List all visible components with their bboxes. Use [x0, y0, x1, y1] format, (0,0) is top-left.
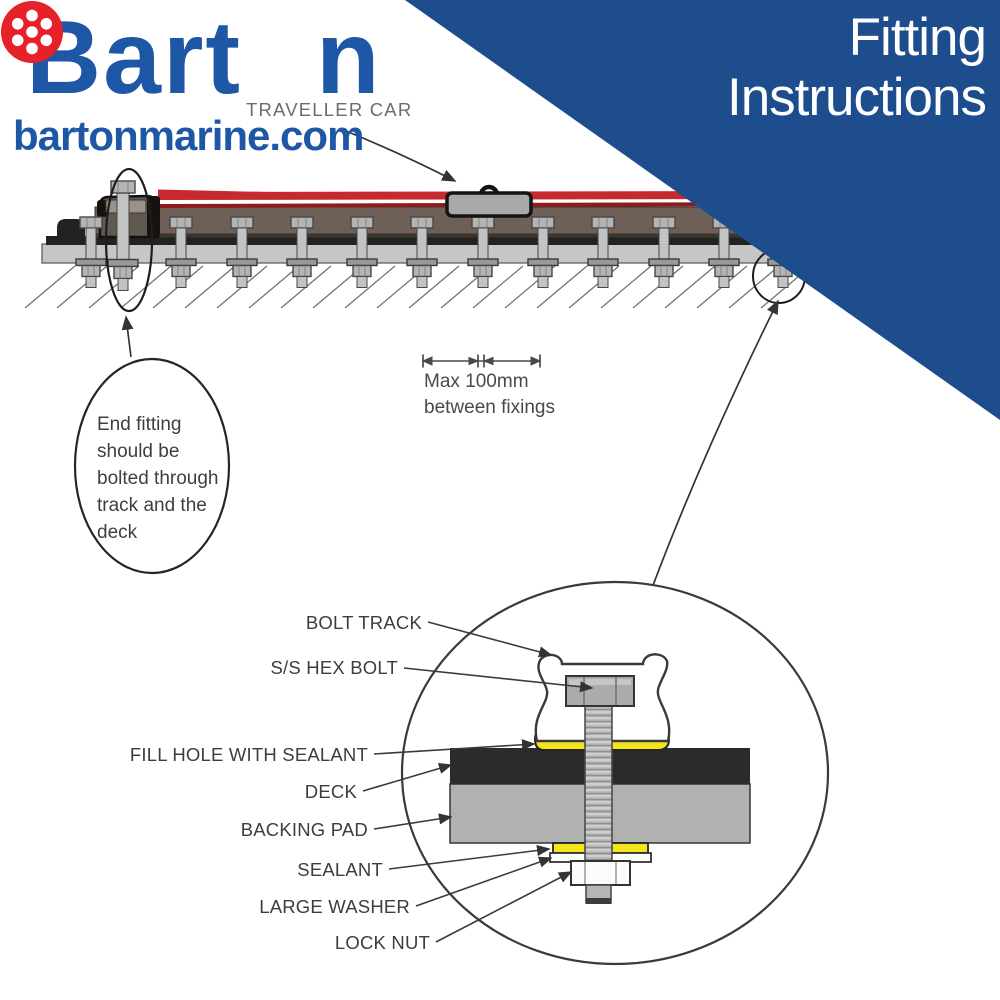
max-spacing-line1: Max 100mm [424, 371, 529, 392]
label-bolt-track: BOLT TRACK [305, 612, 422, 633]
traveller-car [445, 184, 533, 218]
banner-title: Fitting Instructions [726, 8, 987, 128]
label-fill-hole: FILL HOLE WITH SEALANT [129, 744, 368, 765]
end-fitting-callout-text: End fitting should be bolted through tra… [97, 414, 219, 543]
traveller-car-leader-arrow [345, 130, 457, 182]
product-label: TRAVELLER CAR [246, 99, 413, 120]
logo-text-n: n [316, 0, 382, 116]
label-lock-nut: LOCK NUT [334, 932, 430, 953]
detail-bolt-tip-end [586, 898, 611, 904]
detail-view-leader-arrow [651, 299, 779, 589]
deck-top-layer [46, 236, 842, 245]
banner-line2: Instructions [726, 68, 987, 127]
label-sealant: SEALANT [297, 859, 383, 880]
max-spacing-line2: between fixings [424, 397, 555, 418]
callout-leader-arrow [121, 315, 134, 358]
sheave-pulley-icon [1, 1, 63, 63]
end-fitting-highlight-ellipse [104, 167, 154, 313]
label-hex-bolt: S/S HEX BOLT [270, 657, 398, 678]
max-spacing-note: Max 100mm between fixings [424, 369, 555, 421]
website-label: bartonmarine.com [13, 112, 364, 159]
detail-label-leaders [362, 621, 594, 943]
end-fitting-bolt [107, 180, 139, 291]
detail-lock-nut [570, 860, 631, 886]
fixing-detail-view [400, 580, 830, 966]
label-deck: DECK [304, 781, 357, 802]
max-spacing-dimension [421, 354, 542, 368]
label-backing-pad: BACKING PAD [240, 819, 368, 840]
end-fitting-callout-oval [73, 357, 231, 575]
deck-end-hump [57, 219, 85, 236]
label-large-washer: LARGE WASHER [259, 896, 410, 917]
banner-line1: Fitting [848, 8, 987, 67]
detail-hex-bolt-head [565, 675, 635, 707]
detail-bolt-shaft [584, 705, 613, 863]
